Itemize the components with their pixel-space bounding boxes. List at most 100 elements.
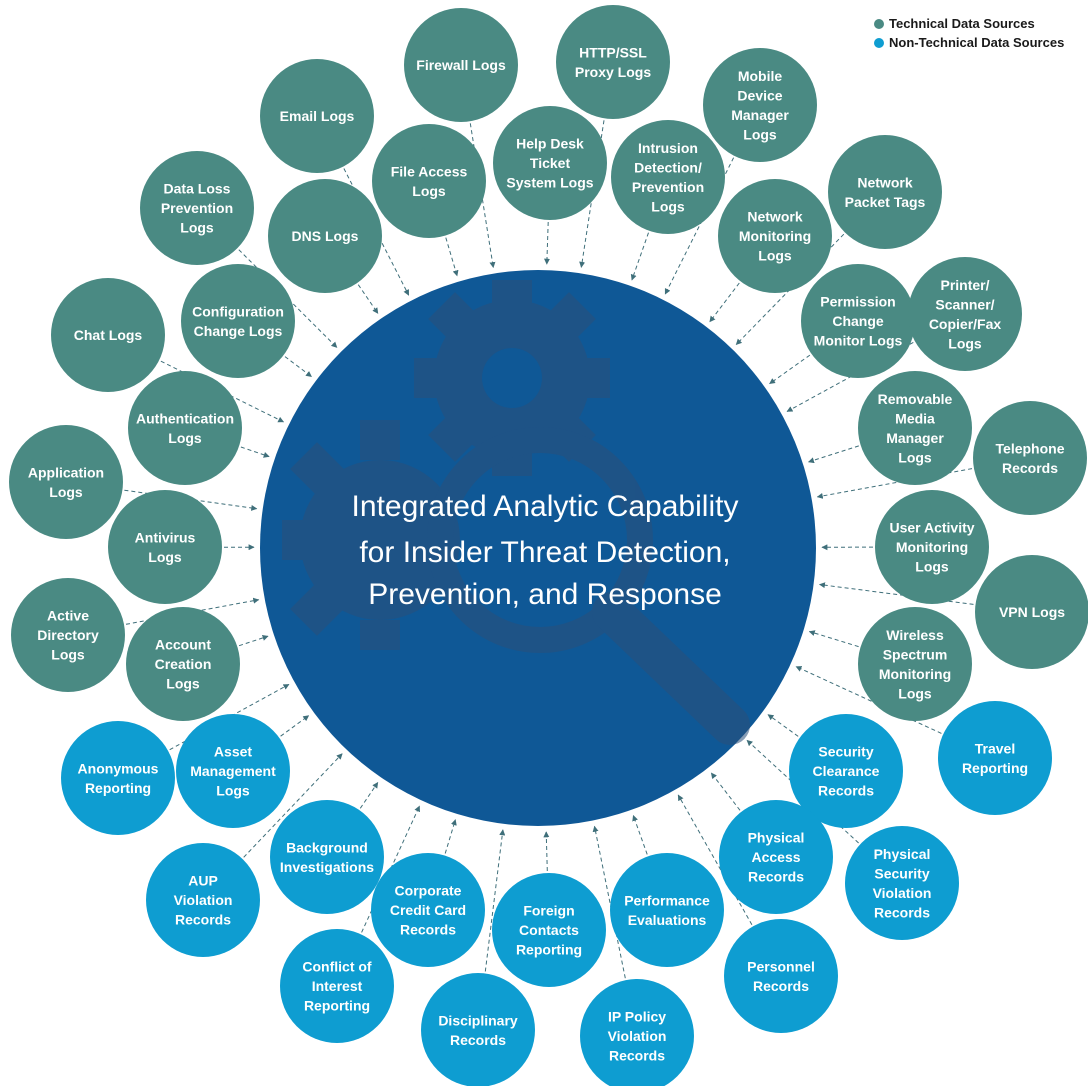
source-label-line: Permission <box>820 294 895 310</box>
arrow-file-access-logs <box>445 237 459 277</box>
arrow-permission-change-monitor-logs <box>769 354 811 385</box>
arrow-removable-media-manager-logs <box>808 445 859 464</box>
source-label-line: Change <box>832 313 884 329</box>
source-label-line: Antivirus <box>135 529 196 545</box>
source-label-line: Logs <box>180 220 214 236</box>
source-label-line: Records <box>818 783 874 799</box>
source-label-line: Creation <box>155 656 212 672</box>
source-label-line: User Activity <box>889 520 974 536</box>
source-label-line: Credit Card <box>390 902 466 918</box>
source-label-line: Records <box>400 922 456 938</box>
source-label-line: Logs <box>758 248 792 264</box>
source-label-line: Records <box>874 904 930 920</box>
arrow-aup-violation-records <box>243 753 343 858</box>
arrow-travel-reporting <box>795 666 942 734</box>
arrow-help-desk-ticket-system-logs <box>543 221 550 265</box>
source-label-line: Records <box>748 869 804 885</box>
source-label-line: Telephone <box>996 440 1065 456</box>
source-label-line: Logs <box>412 183 446 199</box>
source-label-line: Printer/ <box>940 277 989 293</box>
source-label-line: Wireless <box>886 627 944 643</box>
legend-item-non-technical: Non-Technical Data Sources <box>874 33 1064 52</box>
arrow-wireless-spectrum-monitoring-logs <box>808 630 859 648</box>
source-label-line: Directory <box>37 627 99 643</box>
source-label-line: IP Policy <box>608 1009 666 1025</box>
source-label-line: Security <box>874 865 929 881</box>
source-label-line: Logs <box>148 549 182 565</box>
source-label-line: Monitoring <box>879 666 951 682</box>
source-label-line: Spectrum <box>883 646 948 662</box>
source-label-line: Investigations <box>280 859 374 875</box>
source-label-line: Asset <box>214 744 252 760</box>
source-label-line: Network <box>747 209 802 225</box>
source-circle <box>421 973 535 1086</box>
source-label-line: Intrusion <box>638 140 698 156</box>
source-node-chat-logs: Chat Logs <box>51 278 165 392</box>
source-label-line: Access <box>751 849 800 865</box>
source-circle <box>789 714 903 828</box>
source-label-line: Management <box>190 763 276 779</box>
source-label-line: Help Desk <box>516 136 584 152</box>
source-circle <box>492 873 606 987</box>
source-label-line: Performance <box>624 892 710 908</box>
source-circle <box>973 401 1087 515</box>
arrow-disciplinary-records <box>484 829 506 972</box>
source-node-firewall-logs: Firewall Logs <box>404 8 518 122</box>
source-label-line: Application <box>28 464 104 480</box>
arrow-authentication-logs <box>240 446 270 458</box>
source-circle <box>611 120 725 234</box>
source-label-line: Clearance <box>813 763 880 779</box>
source-circle <box>371 853 485 967</box>
source-label-line: Anonymous <box>78 760 159 776</box>
source-circle <box>938 701 1052 815</box>
legend: Technical Data Sources Non-Technical Dat… <box>874 14 1064 52</box>
legend-non-technical-label: Non-Technical Data Sources <box>889 35 1065 50</box>
arrow-ip-policy-violation-records <box>592 825 626 979</box>
source-circle <box>975 555 1088 669</box>
source-circle <box>828 135 942 249</box>
source-label-line: Physical <box>748 830 805 846</box>
arrow-data-loss-prevention-logs <box>238 249 338 348</box>
source-circle <box>9 425 123 539</box>
center-node: Integrated Analytic Capability for Insid… <box>260 270 816 826</box>
source-circle <box>181 264 295 378</box>
source-label-line: Corporate <box>395 883 462 899</box>
source-label-line: Removable <box>878 391 953 407</box>
source-label-line: Monitor Logs <box>814 333 903 349</box>
center-title-line-3: Prevention, and Response <box>368 578 722 611</box>
source-circle <box>372 124 486 238</box>
source-label-line: Conflict of <box>302 959 372 975</box>
source-label-line: Reporting <box>962 760 1028 776</box>
source-circle <box>801 264 915 378</box>
source-circle <box>108 490 222 604</box>
source-label-line: Monitoring <box>896 539 968 555</box>
non-technical-swatch <box>874 37 884 48</box>
source-label-line: Logs <box>168 430 202 446</box>
source-label-line: HTTP/SSL <box>579 44 647 60</box>
source-label-line: Records <box>450 1032 506 1048</box>
source-label-line: Logs <box>898 449 932 465</box>
source-label-line: Copier/Fax <box>929 316 1002 332</box>
